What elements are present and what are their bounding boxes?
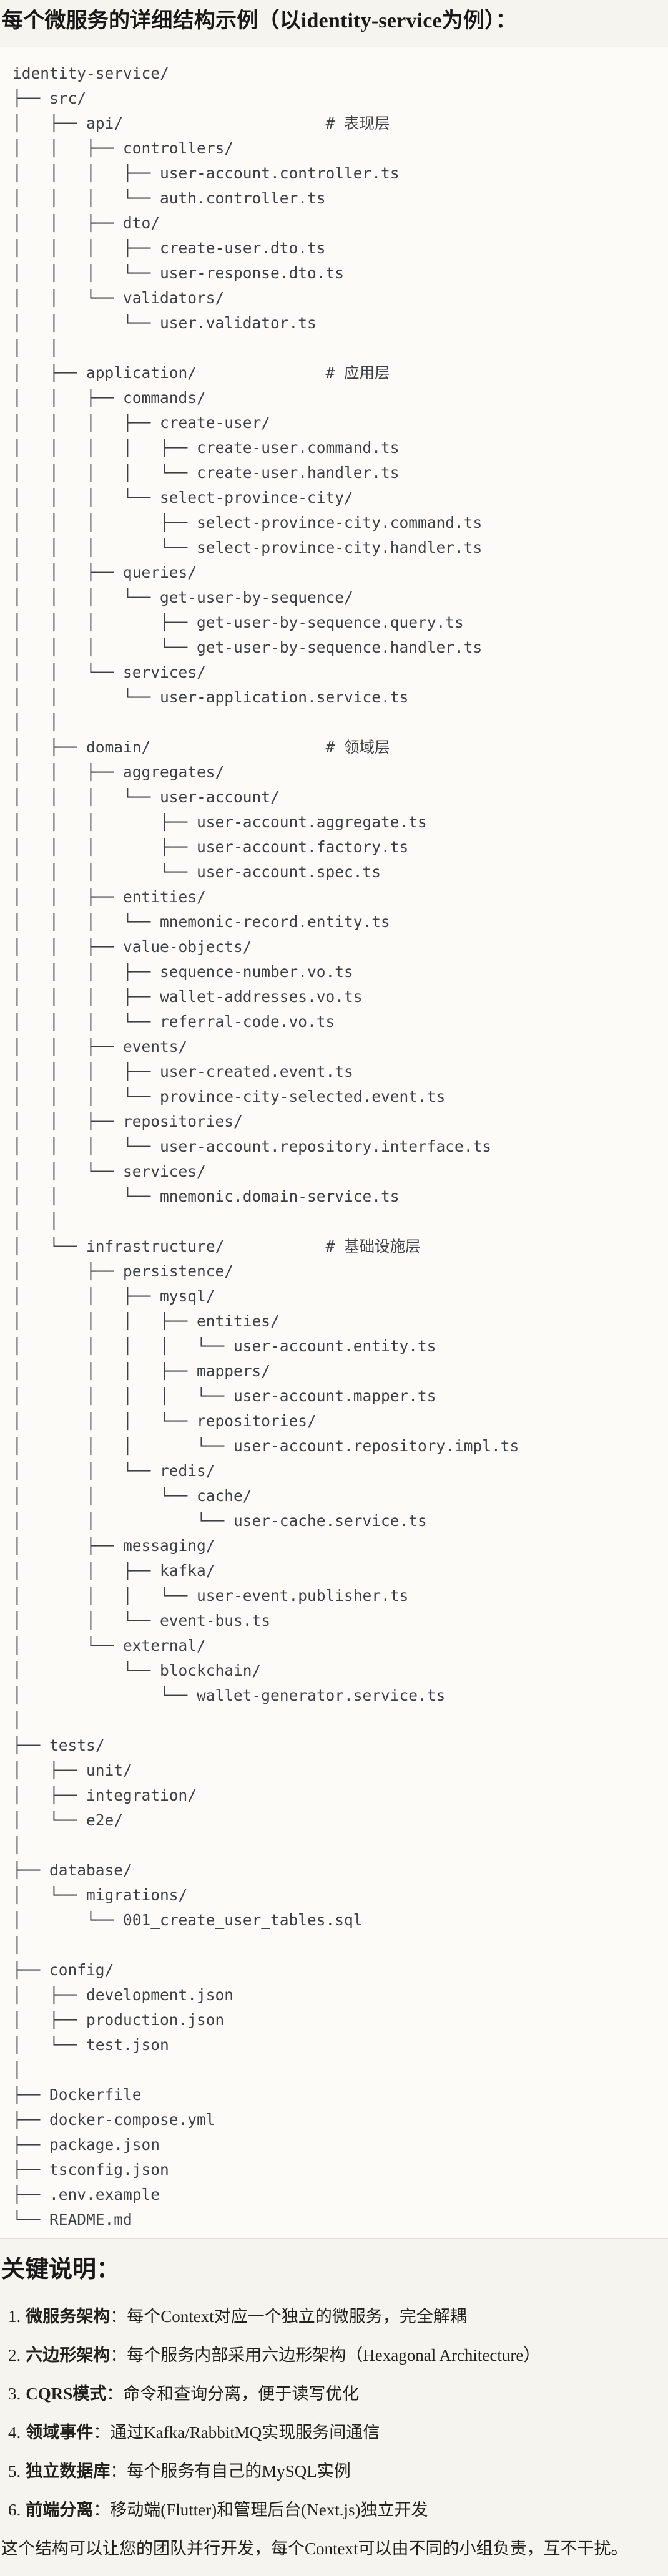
- list-item-desc: 每个Context对应一个独立的微服务，完全解耦: [127, 2306, 467, 2326]
- list-item-number: 2.: [8, 2345, 21, 2365]
- list-item-colon: ：: [110, 2345, 127, 2365]
- list-item-term: 独立数据库: [26, 2461, 111, 2481]
- list-item: 6. 前端分离：移动端(Flutter)和管理后台(Next.js)独立开发: [8, 2499, 668, 2521]
- list-item: 1.微服务架构：每个Context对应一个独立的微服务，完全解耦: [8, 2305, 668, 2328]
- code-block: identity-service/ ├── src/ │ ├── api/ # …: [0, 47, 668, 2240]
- document-page: { "page": { "title": "每个微服务的详细结构示例（以iden…: [0, 7, 668, 2576]
- list-item-desc: 每个服务有自己的MySQL实例: [127, 2461, 351, 2481]
- list-item-term: 六边形架构: [26, 2345, 111, 2365]
- section-title: 关键说明：: [1, 2257, 120, 2283]
- list-item-term: 前端分离: [26, 2500, 94, 2519]
- list-item-number: 1.: [8, 2306, 21, 2326]
- list-item-term: 领域事件: [26, 2423, 94, 2442]
- list-item: 5.独立数据库：每个服务有自己的MySQL实例: [8, 2460, 668, 2482]
- list-item-number: 6.: [8, 2500, 21, 2519]
- list-item-term: CQRS模式: [26, 2384, 107, 2403]
- list-item-desc: 命令和查询分离，便于读写优化: [123, 2384, 360, 2403]
- list-item: 3. CQRS模式：命令和查询分离，便于读写优化: [8, 2383, 668, 2405]
- list-item-desc: 每个服务内部采用六边形架构（Hexagonal Architecture）: [127, 2345, 541, 2365]
- list-item-colon: ：: [93, 2423, 111, 2442]
- list-item-colon: ：: [110, 2461, 127, 2481]
- list-item-number: 4.: [8, 2423, 21, 2442]
- closing-paragraph: 这个结构可以让您的团队并行开发，每个Context可以由不同的小组负责，互不干扰…: [1, 2539, 628, 2558]
- page-title: 每个微服务的详细结构示例（以identity-service为例）：: [2, 9, 517, 32]
- list-item-term: 微服务架构: [26, 2306, 111, 2326]
- list-item-desc: 通过Kafka/RabbitMQ实现服务间通信: [110, 2423, 380, 2442]
- list-item-colon: ：: [106, 2384, 124, 2403]
- list-item-desc: 移动端(Flutter)和管理后台(Next.js)独立开发: [110, 2500, 428, 2519]
- directory-tree: identity-service/ ├── src/ │ ├── api/ # …: [12, 64, 519, 2229]
- list-item-number: 3.: [8, 2384, 21, 2403]
- list-item: 4. 领域事件：通过Kafka/RabbitMQ实现服务间通信: [8, 2421, 668, 2444]
- key-points-list: 1.微服务架构：每个Context对应一个独立的微服务，完全解耦 2.六边形架构…: [0, 2305, 668, 2521]
- list-item-colon: ：: [93, 2500, 111, 2519]
- list-item-number: 5.: [8, 2461, 21, 2481]
- list-item: 2.六边形架构：每个服务内部采用六边形架构（Hexagonal Architec…: [8, 2344, 668, 2366]
- list-item-colon: ：: [110, 2306, 127, 2326]
